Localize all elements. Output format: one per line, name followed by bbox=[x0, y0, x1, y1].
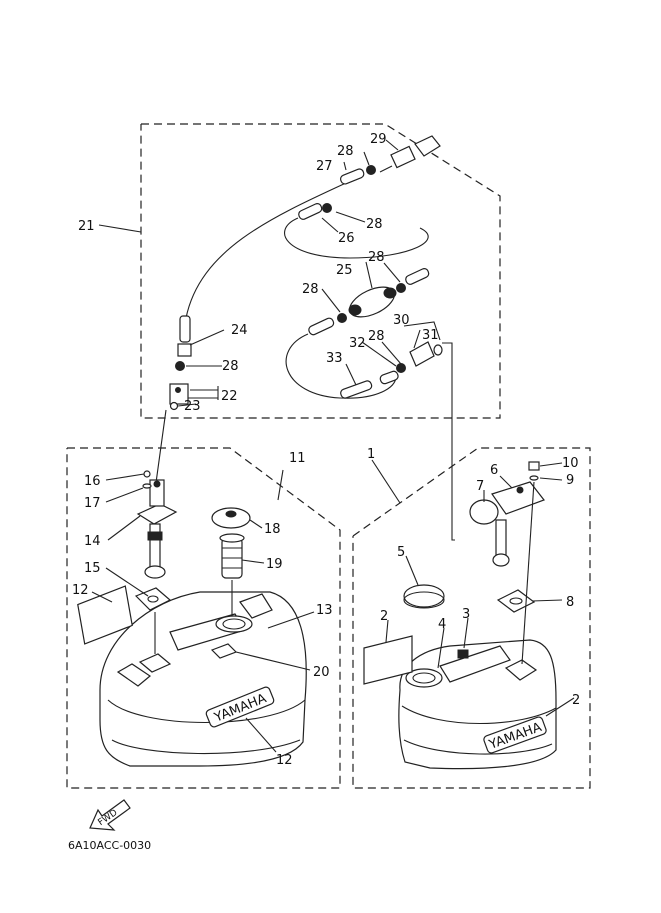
callout-27: 27 bbox=[316, 159, 333, 174]
screw-10 bbox=[528, 461, 540, 471]
callout-28: 28 bbox=[366, 217, 383, 232]
callout-12: 12 bbox=[276, 753, 293, 768]
callout-28: 28 bbox=[368, 329, 385, 344]
large-tank-filler-neck bbox=[405, 668, 443, 688]
large-tank-group: YAMAHA bbox=[352, 447, 591, 789]
callout-1: 1 bbox=[367, 447, 375, 462]
callout-10: 10 bbox=[562, 456, 579, 471]
callout-15: 15 bbox=[84, 561, 101, 576]
callout-26: 26 bbox=[338, 231, 355, 246]
vent-3 bbox=[457, 649, 469, 659]
clamp-28 bbox=[322, 203, 332, 213]
callout-21: 21 bbox=[78, 219, 95, 234]
large-tank-gauge-seat bbox=[504, 659, 538, 681]
hose-32 bbox=[379, 370, 399, 385]
fuel-line-group bbox=[98, 123, 501, 541]
fuel-fitting bbox=[169, 383, 189, 411]
clamp-28 bbox=[337, 313, 347, 323]
callout-3: 3 bbox=[462, 607, 470, 622]
gasket-8 bbox=[496, 589, 536, 613]
hose-joint-24 bbox=[179, 315, 191, 343]
hose-33-loop bbox=[285, 333, 397, 399]
clamp-28 bbox=[366, 165, 376, 175]
small-tank-group: YAMAHA bbox=[66, 447, 341, 789]
fuel-gauge-assembly bbox=[136, 479, 178, 579]
callout-16: 16 bbox=[84, 474, 101, 489]
hose-33 bbox=[340, 380, 373, 399]
callout-19: 19 bbox=[266, 557, 283, 572]
callout-9: 9 bbox=[566, 473, 574, 488]
clamp-28 bbox=[396, 283, 406, 293]
callout-28: 28 bbox=[222, 359, 239, 374]
callout-7: 7 bbox=[476, 479, 484, 494]
callout-4: 4 bbox=[438, 617, 446, 632]
small-tank-dashed-frame bbox=[66, 447, 341, 789]
callout-2: 2 bbox=[572, 693, 580, 708]
small-tank-filler-neck bbox=[215, 615, 253, 633]
hose-27 bbox=[339, 168, 365, 185]
callout-22: 22 bbox=[221, 389, 238, 404]
clamp-28 bbox=[396, 363, 406, 373]
callout-13: 13 bbox=[316, 603, 333, 618]
large-tank-handle bbox=[439, 645, 511, 683]
small-tank-body bbox=[99, 591, 307, 767]
hose-26 bbox=[298, 203, 323, 220]
callout-33: 33 bbox=[326, 351, 343, 366]
callout-29: 29 bbox=[370, 132, 387, 147]
callout-28: 28 bbox=[337, 144, 354, 159]
engine-connector bbox=[379, 135, 441, 173]
callout-25: 25 bbox=[336, 263, 353, 278]
callout-28: 28 bbox=[368, 250, 385, 265]
callout-17: 17 bbox=[84, 496, 101, 511]
callout-14: 14 bbox=[84, 534, 101, 549]
fwd-arrow: FWD bbox=[89, 799, 131, 831]
callout-32: 32 bbox=[349, 336, 366, 351]
callout-8: 8 bbox=[566, 595, 574, 610]
large-tank-gauge-assembly bbox=[469, 481, 545, 567]
callout-11: 11 bbox=[289, 451, 306, 466]
vent-cap-18 bbox=[211, 507, 251, 529]
clamp-28 bbox=[175, 361, 185, 371]
callout-5: 5 bbox=[397, 545, 405, 560]
primer-bulb bbox=[348, 286, 397, 318]
tank-connector bbox=[409, 341, 443, 367]
callout-18: 18 bbox=[264, 522, 281, 537]
small-tank-gauge-boss bbox=[138, 653, 172, 673]
hose-to-bulb-right bbox=[405, 268, 430, 285]
label-2 bbox=[363, 635, 413, 685]
hose-to-bulb-left bbox=[308, 317, 335, 336]
drawing-code: 6A10ACC-0030 bbox=[68, 839, 151, 852]
callout-28: 28 bbox=[302, 282, 319, 297]
callout-20: 20 bbox=[313, 665, 330, 680]
washer-17 bbox=[142, 483, 152, 489]
callout-2: 2 bbox=[380, 609, 388, 624]
callout-12: 12 bbox=[72, 583, 89, 598]
callout-23: 23 bbox=[184, 399, 201, 414]
washer-9 bbox=[529, 475, 539, 481]
callout-30: 30 bbox=[393, 313, 410, 328]
callout-24: 24 bbox=[231, 323, 248, 338]
callout-6: 6 bbox=[490, 463, 498, 478]
screw-16 bbox=[143, 470, 151, 478]
callout-labels: 29 28 27 21 28 26 28 25 28 30 31 24 28 3… bbox=[72, 132, 580, 768]
callout-31: 31 bbox=[422, 328, 439, 343]
hose-26-loop bbox=[284, 217, 429, 259]
joint-24 bbox=[177, 343, 192, 357]
label-12 bbox=[77, 585, 133, 645]
fuel-hose-long bbox=[185, 182, 347, 319]
large-tank-dashed-frame bbox=[352, 447, 591, 789]
filler-cap-5 bbox=[403, 584, 445, 608]
